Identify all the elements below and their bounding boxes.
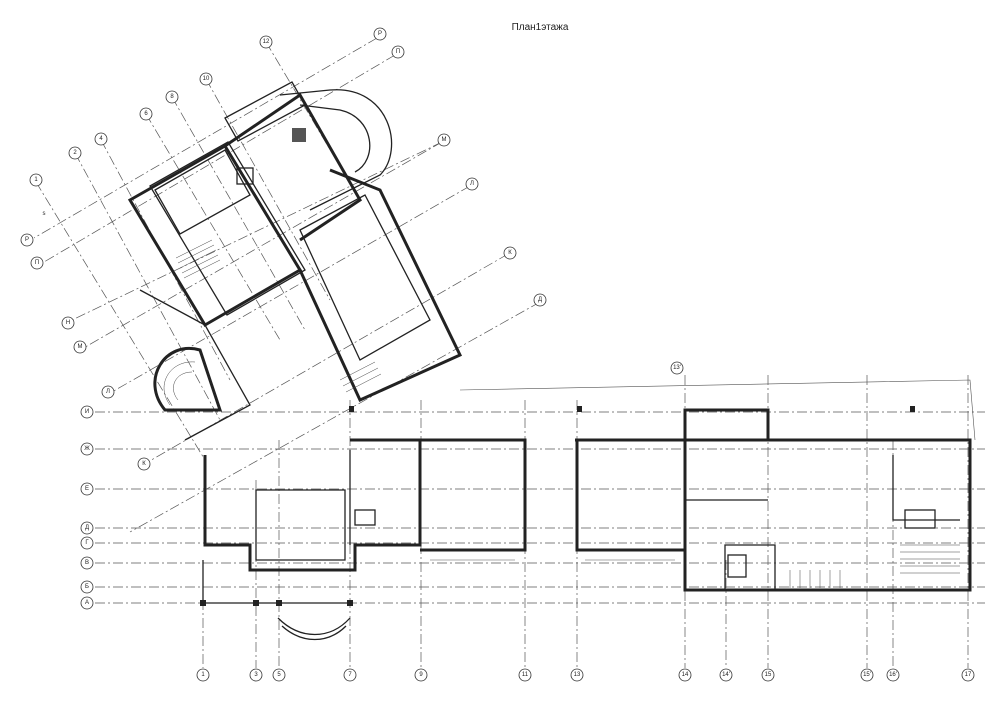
svg-text:9: 9 <box>419 672 423 678</box>
axis-bubble-14: 14 <box>678 668 692 682</box>
axis-bubble-top-10: 10 <box>199 72 213 86</box>
svg-text:5: 5 <box>277 672 281 678</box>
axis-bubble-V: В <box>80 556 94 570</box>
svg-text:Д: Д <box>85 525 89 531</box>
svg-text:4: 4 <box>99 136 103 142</box>
svg-text:Е: Е <box>85 486 89 492</box>
svg-text:М: М <box>442 137 447 143</box>
axis-bubble-G: Г <box>80 536 94 550</box>
axis-bubble-left-N: Н <box>61 316 75 330</box>
svg-text:3: 3 <box>254 672 258 678</box>
axis-bubble-A: А <box>80 596 94 610</box>
axis-bubble-14p: 14' <box>719 668 733 682</box>
axis-bubble-top-2: 2 <box>68 146 82 160</box>
svg-text:Л: Л <box>470 181 474 187</box>
axis-bubble-9: 9 <box>414 668 428 682</box>
svg-text:В: В <box>85 560 89 566</box>
plan-title: План1этажа <box>511 22 569 33</box>
spiral-stair <box>153 347 223 412</box>
right-axis-bubbles: Р П М Л К Д <box>373 27 547 307</box>
axis-bubble-17: 17 <box>961 668 975 682</box>
axis-bubble-left-R: Р <box>20 233 34 247</box>
svg-text:И: И <box>85 409 89 415</box>
svg-text:Л: Л <box>106 389 110 395</box>
svg-text:1: 1 <box>34 177 38 183</box>
svg-text:14: 14 <box>682 672 689 678</box>
svg-text:Г: Г <box>85 540 89 546</box>
svg-text:К: К <box>508 250 512 256</box>
axis-bubble-top-6: 6 <box>139 107 153 121</box>
svg-text:Ж: Ж <box>84 446 90 452</box>
axis-bubble-right-M: М <box>437 133 451 147</box>
svg-text:13: 13 <box>574 672 581 678</box>
svg-text:Р: Р <box>25 237 29 243</box>
axis-bubble-15: 15 <box>761 668 775 682</box>
lower-wing <box>200 406 972 640</box>
svg-text:2: 2 <box>73 150 77 156</box>
vertical-axis-bubbles: 1 3 5 7 9 11 13 14 14' 15 15' 16' 17 13' <box>196 361 975 682</box>
svg-text:16': 16' <box>889 672 897 678</box>
axis-bubble-left-M: М <box>73 340 87 354</box>
connector-line <box>459 379 976 441</box>
axis-bubble-left-L: Л <box>101 385 115 399</box>
axis-bubble-I: И <box>80 405 94 419</box>
upper-wing <box>127 81 463 441</box>
axis-bubble-13p: 13' <box>670 361 684 375</box>
svg-text:А: А <box>85 600 89 606</box>
svg-text:7: 7 <box>348 672 352 678</box>
horizontal-axis-bubbles: И Ж Е Д Г В Б А <box>80 405 94 610</box>
svg-text:М: М <box>78 344 83 350</box>
svg-text:10: 10 <box>203 76 210 82</box>
svg-text:17: 17 <box>965 672 972 678</box>
svg-text:14': 14' <box>722 672 730 678</box>
axis-bubble-right-P: П <box>391 45 405 59</box>
axis-bubble-5: 5 <box>272 668 286 682</box>
axis-bubble-top-12: 12 <box>259 35 273 49</box>
axis-bubble-right-L: Л <box>465 177 479 191</box>
axis-bubble-13: 13 <box>570 668 584 682</box>
svg-text:15': 15' <box>863 672 871 678</box>
svg-text:13': 13' <box>673 365 681 371</box>
axis-bubble-7: 7 <box>343 668 357 682</box>
axis-bubble-right-K: К <box>503 246 517 260</box>
svg-text:8: 8 <box>170 94 174 100</box>
svg-text:Н: Н <box>66 320 70 326</box>
axis-bubble-16p: 16' <box>886 668 900 682</box>
axis-bubble-Zh: Ж <box>80 442 94 456</box>
svg-text:Б: Б <box>85 584 89 590</box>
svg-text:6: 6 <box>144 111 148 117</box>
horizontal-axes <box>95 411 985 604</box>
svg-text:К: К <box>142 461 146 467</box>
axis-bubble-left-P: П <box>30 256 44 270</box>
svg-text:1: 1 <box>201 672 205 678</box>
svg-text:11: 11 <box>522 672 529 678</box>
axis-bubble-top-1: 1 <box>29 173 43 187</box>
axis-bubble-3: 3 <box>249 668 263 682</box>
axis-bubble-D: Д <box>80 521 94 535</box>
axis-bubble-top-4: 4 <box>94 132 108 146</box>
axis-bubble-11: 11 <box>518 668 532 682</box>
axis-bubble-right-D: Д <box>533 293 547 307</box>
vertical-axes <box>202 375 969 668</box>
svg-text:12: 12 <box>263 39 270 45</box>
svg-text:П: П <box>396 49 400 55</box>
left-axis-bubbles: Р П Н М Л К <box>20 233 151 471</box>
axis-bubble-E: Е <box>80 482 94 496</box>
axis-bubble-1: 1 <box>196 668 210 682</box>
axis-bubble-right-R: Р <box>373 27 387 41</box>
rotated-axes <box>33 37 541 533</box>
axis-bubble-B: Б <box>80 580 94 594</box>
small-s-label: s <box>43 211 46 217</box>
axis-bubble-left-K: К <box>137 457 151 471</box>
svg-text:Р: Р <box>378 31 382 37</box>
svg-text:15: 15 <box>765 672 772 678</box>
svg-text:Д: Д <box>538 297 542 303</box>
svg-text:П: П <box>35 260 39 266</box>
top-axis-bubbles: 1 2 4 6 8 10 12 <box>29 35 273 187</box>
axis-bubble-top-8: 8 <box>165 90 179 104</box>
axis-bubble-15p: 15' <box>860 668 874 682</box>
